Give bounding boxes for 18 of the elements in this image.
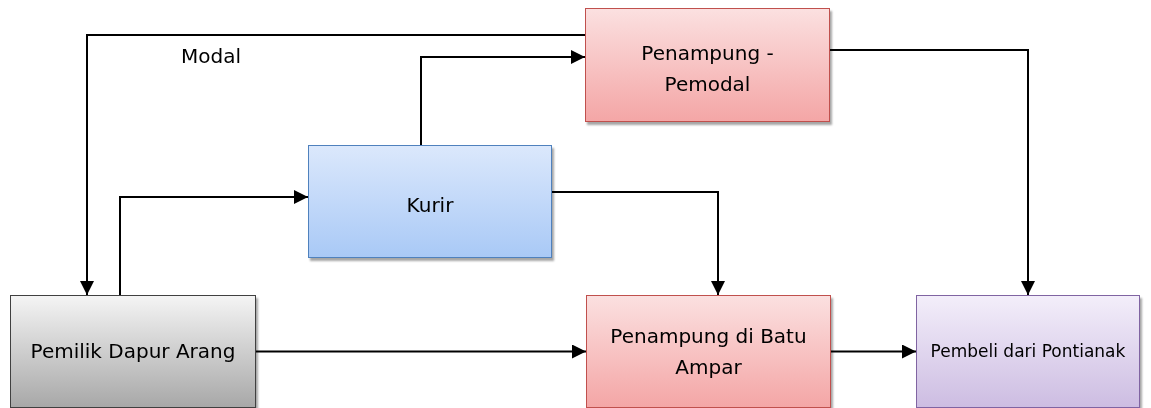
- process-box: [586, 295, 831, 408]
- arrow: [830, 344, 917, 359]
- process-box: [916, 295, 1140, 408]
- process-box: [308, 145, 552, 258]
- node-label: Pemilik Dapur Arang: [29, 338, 237, 365]
- process-box: [10, 295, 256, 408]
- process-box: [585, 8, 830, 122]
- arrow: [420, 50, 586, 146]
- edge-label: Modal: [181, 44, 241, 68]
- node-label: Penampung di Batu Ampar: [609, 322, 808, 381]
- arrow: [829, 49, 1035, 296]
- arrow: [551, 191, 725, 296]
- node-label: Pembeli dari Pontianak: [929, 340, 1127, 364]
- arrow: [255, 344, 587, 359]
- arrow: [119, 190, 309, 296]
- node-label: Penampung - Pemodal: [640, 40, 775, 98]
- arrow: [80, 34, 586, 296]
- node-label: Kurir: [405, 192, 455, 219]
